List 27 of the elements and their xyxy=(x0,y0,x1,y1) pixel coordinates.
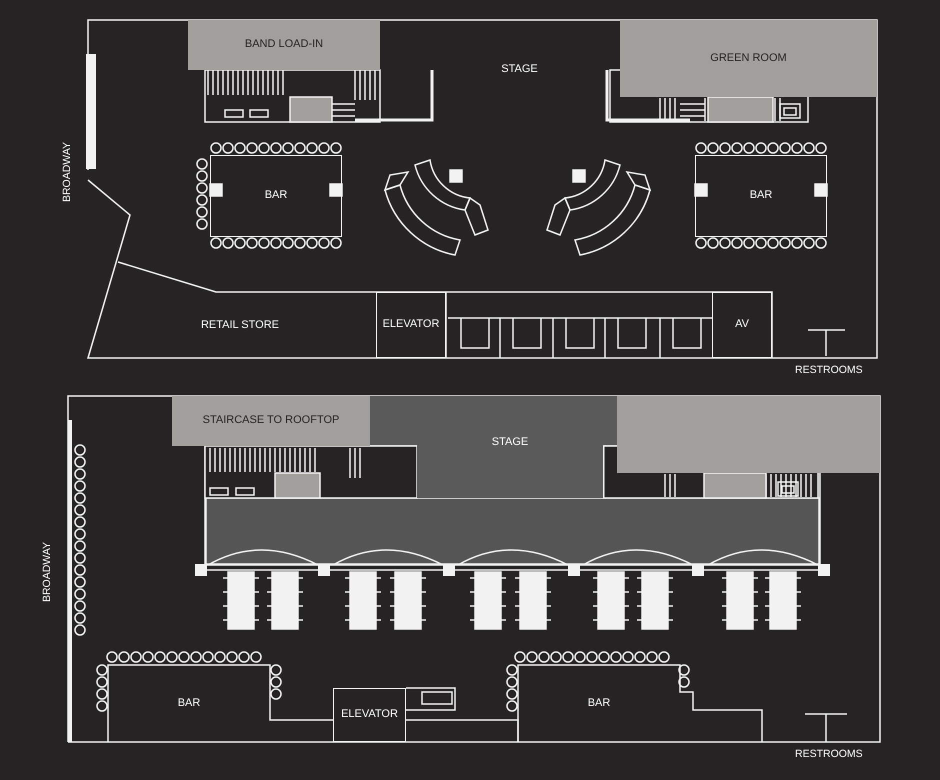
room-area xyxy=(695,155,827,237)
room-name: BAR xyxy=(588,696,610,710)
room-area xyxy=(712,292,772,358)
room-name: GREEN ROOM xyxy=(710,52,787,66)
room-name: STAIRCASE TO ROOFTOP xyxy=(202,414,340,428)
room-name: ELEVATOR xyxy=(341,708,398,722)
room-area xyxy=(333,688,406,742)
room-name: BAR xyxy=(264,189,288,203)
room-name: BAND LOAD-IN xyxy=(244,38,324,52)
street-name: BROADWAY xyxy=(61,142,74,202)
room-area xyxy=(376,292,446,358)
room-area xyxy=(172,396,370,446)
room-box xyxy=(617,396,880,473)
room-name: AV xyxy=(735,318,749,332)
room-area xyxy=(188,20,380,70)
room-area xyxy=(417,396,603,498)
area-name: RESTROOMS xyxy=(795,748,863,760)
room-name: STAGE xyxy=(492,436,528,450)
room-area xyxy=(210,155,342,237)
street-name: BROADWAY xyxy=(41,542,54,602)
room-name: RETAIL STORE xyxy=(200,318,280,332)
area-name: RESTROOMS xyxy=(795,364,863,376)
room-name: BAR xyxy=(750,189,772,203)
room-name: ELEVATOR xyxy=(382,318,440,332)
room-area xyxy=(620,20,877,97)
room-name: BAR xyxy=(178,696,200,710)
room-name: STAGE xyxy=(501,63,538,77)
